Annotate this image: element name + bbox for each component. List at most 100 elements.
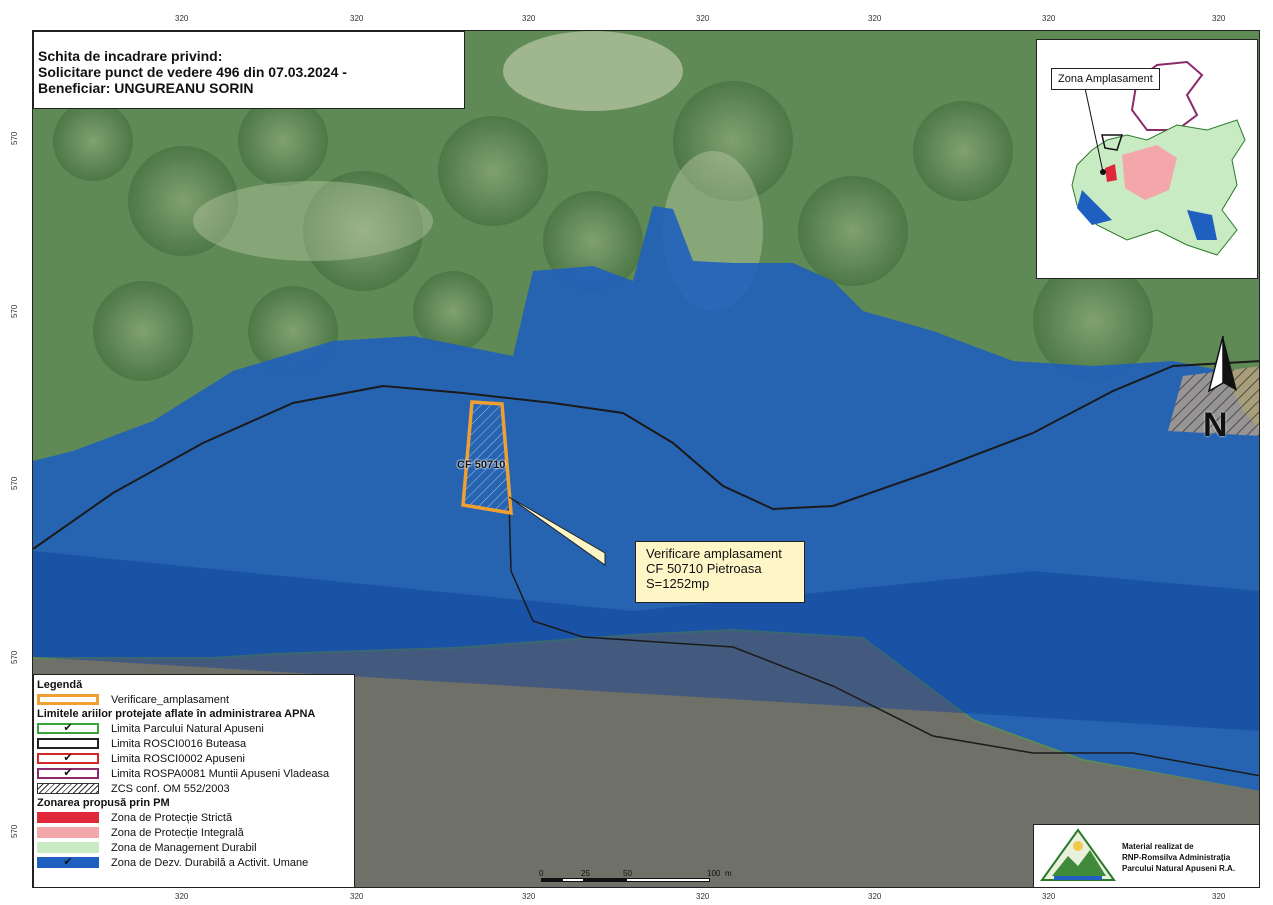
- zcs-hatch-swatch: [37, 783, 99, 794]
- grid-bottom-4: 320: [696, 892, 710, 901]
- legend: Legendă Verificare_amplasament Limitele …: [33, 674, 355, 887]
- grid-left-2: 570: [10, 304, 19, 318]
- human-zone-inset-2: [1187, 210, 1217, 240]
- human-activity-zone: [33, 206, 1259, 791]
- map-frame[interactable]: CF 50710 Verificare amplasament CF 50710…: [32, 30, 1260, 888]
- legend-row-rosci0016: Limita ROSCI0016 Buteasa: [37, 736, 354, 751]
- grid-bottom-1: 320: [175, 892, 189, 901]
- legend-label-rosci0016: Limita ROSCI0016 Buteasa: [111, 737, 247, 750]
- legend-protected-heading: Limitele ariilor protejate aflate în adm…: [37, 708, 316, 720]
- legend-label-rosci0002: Limita ROSCI0002 Apuseni: [111, 752, 245, 765]
- park-logo-icon: [1040, 828, 1116, 881]
- north-letter: N: [1203, 406, 1228, 444]
- legend-label-park: Limita Parcului Natural Apuseni: [111, 722, 264, 735]
- callout-line2: CF 50710 Pietroasa: [646, 561, 762, 576]
- grid-top-5: 320: [868, 14, 882, 23]
- check-icon: ✔: [63, 767, 73, 779]
- scale-segment: [562, 878, 584, 882]
- legend-label-strict: Zona de Protecție Strictă: [111, 811, 233, 824]
- scale-segment: [584, 878, 626, 882]
- scale-bar: 0 25 50 100 m: [539, 869, 739, 885]
- legend-row-management: Zona de Management Durabil: [37, 840, 354, 855]
- zcs-hatch: [1168, 366, 1259, 436]
- title-line3: Beneficiar: UNGUREANU SORIN: [38, 80, 254, 96]
- scale-label-0: 0: [539, 869, 544, 878]
- title-box: Schita de incadrare privind: Solicitare …: [33, 31, 465, 109]
- credit-box: Material realizat de RNP-Romsilva Admini…: [1033, 824, 1259, 887]
- grid-top-3: 320: [522, 14, 536, 23]
- grid-left-5: 570: [10, 824, 19, 838]
- strict-zone-swatch: [37, 812, 99, 823]
- credit-line2: RNP-Romsilva Administrația: [1122, 853, 1231, 862]
- site-callout: Verificare amplasament CF 50710 Pietroas…: [635, 541, 805, 603]
- grid-top-2: 320: [350, 14, 364, 23]
- grid-left-1: 570: [10, 131, 19, 145]
- legend-row-rosci0002: ✔ Limita ROSCI0002 Apuseni: [37, 751, 354, 766]
- callout-leader: [508, 496, 606, 566]
- legend-row-strict: Zona de Protecție Strictă: [37, 810, 354, 825]
- site-outline-swatch: [37, 694, 99, 705]
- management-zone-swatch: [37, 842, 99, 853]
- legend-label-human: Zona de Dezv. Durabilă a Activit. Umane: [111, 856, 309, 869]
- check-icon: ✔: [63, 752, 73, 764]
- rosci-outline: [1101, 134, 1124, 151]
- scale-segment: [626, 878, 710, 882]
- integral-zone-swatch: [37, 827, 99, 838]
- grid-bottom-2: 320: [350, 892, 364, 901]
- parcel-label: CF 50710: [457, 459, 506, 471]
- rosci0016-limit-swatch: [37, 738, 99, 749]
- site-parcel[interactable]: [461, 400, 513, 516]
- clearing: [193, 181, 433, 261]
- north-arrow-icon: [1207, 335, 1237, 393]
- rosci0016-boundary: [33, 360, 1259, 550]
- rosci0016-boundary-lower: [508, 500, 1259, 777]
- human-zone-swatch: ✔: [37, 857, 99, 868]
- credit-line3: Parcului Natural Apuseni R.A.: [1122, 864, 1236, 873]
- legend-row-integral: Zona de Protecție Integrală: [37, 825, 354, 840]
- legend-row-site: Verificare_amplasament: [37, 692, 354, 707]
- rospa0081-limit-swatch: ✔: [37, 768, 99, 779]
- scale-label-100: 100: [707, 869, 721, 878]
- scale-label-50: 50: [623, 869, 632, 878]
- check-icon: ✔: [63, 856, 73, 868]
- grid-left-3: 570: [10, 476, 19, 490]
- scale-segment: [541, 878, 562, 882]
- locator-map: [1071, 60, 1246, 256]
- legend-row-rospa0081: ✔ Limita ROSPA0081 Muntii Apuseni Vladea…: [37, 766, 354, 781]
- title-line2: Solicitare punct de vedere 496 din 07.03…: [38, 64, 347, 80]
- integral-zone: [1122, 145, 1177, 200]
- legend-zoning-heading: Zonarea propusă prin PM: [37, 797, 170, 809]
- check-icon: ✔: [63, 722, 73, 734]
- legend-label-zcs: ZCS conf. OM 552/2003: [111, 782, 230, 795]
- legend-row-zcs: ZCS conf. OM 552/2003: [37, 781, 354, 796]
- grid-left-4: 570: [10, 650, 19, 664]
- human-zone-inset: [1077, 190, 1112, 225]
- inset-label: Zona Amplasament: [1051, 68, 1160, 90]
- clearing: [503, 31, 683, 111]
- inset-leader: [1084, 87, 1104, 173]
- legend-label-site: Verificare_amplasament: [111, 693, 230, 706]
- legend-label-management: Zona de Management Durabil: [111, 841, 257, 854]
- grid-top-4: 320: [696, 14, 710, 23]
- credit-line1: Material realizat de: [1122, 842, 1194, 851]
- grid-top-1: 320: [175, 14, 189, 23]
- title-line1: Schita de incadrare privind:: [38, 48, 223, 64]
- scale-label-25: 25: [581, 869, 590, 878]
- legend-label-rospa0081: Limita ROSPA0081 Muntii Apuseni Vladeasa: [111, 767, 330, 780]
- park-limit-swatch: ✔: [37, 723, 99, 734]
- grid-top-7: 320: [1212, 14, 1226, 23]
- grid-bottom-6: 320: [1042, 892, 1056, 901]
- legend-row-human: ✔ Zona de Dezv. Durabilă a Activit. Uman…: [37, 855, 354, 870]
- scale-unit: m: [725, 869, 732, 878]
- callout-line1: Verificare amplasament: [646, 546, 782, 561]
- legend-title: Legendă: [37, 679, 83, 691]
- rosci0002-limit-swatch: ✔: [37, 753, 99, 764]
- grid-bottom-7: 320: [1212, 892, 1226, 901]
- grid-top-6: 320: [1042, 14, 1056, 23]
- grid-bottom-5: 320: [868, 892, 882, 901]
- locator-inset[interactable]: Zona Amplasament: [1036, 39, 1258, 279]
- legend-label-integral: Zona de Protecție Integrală: [111, 826, 244, 839]
- callout-line3: S=1252mp: [646, 576, 710, 591]
- strict-zone: [1105, 164, 1117, 182]
- grid-bottom-3: 320: [522, 892, 536, 901]
